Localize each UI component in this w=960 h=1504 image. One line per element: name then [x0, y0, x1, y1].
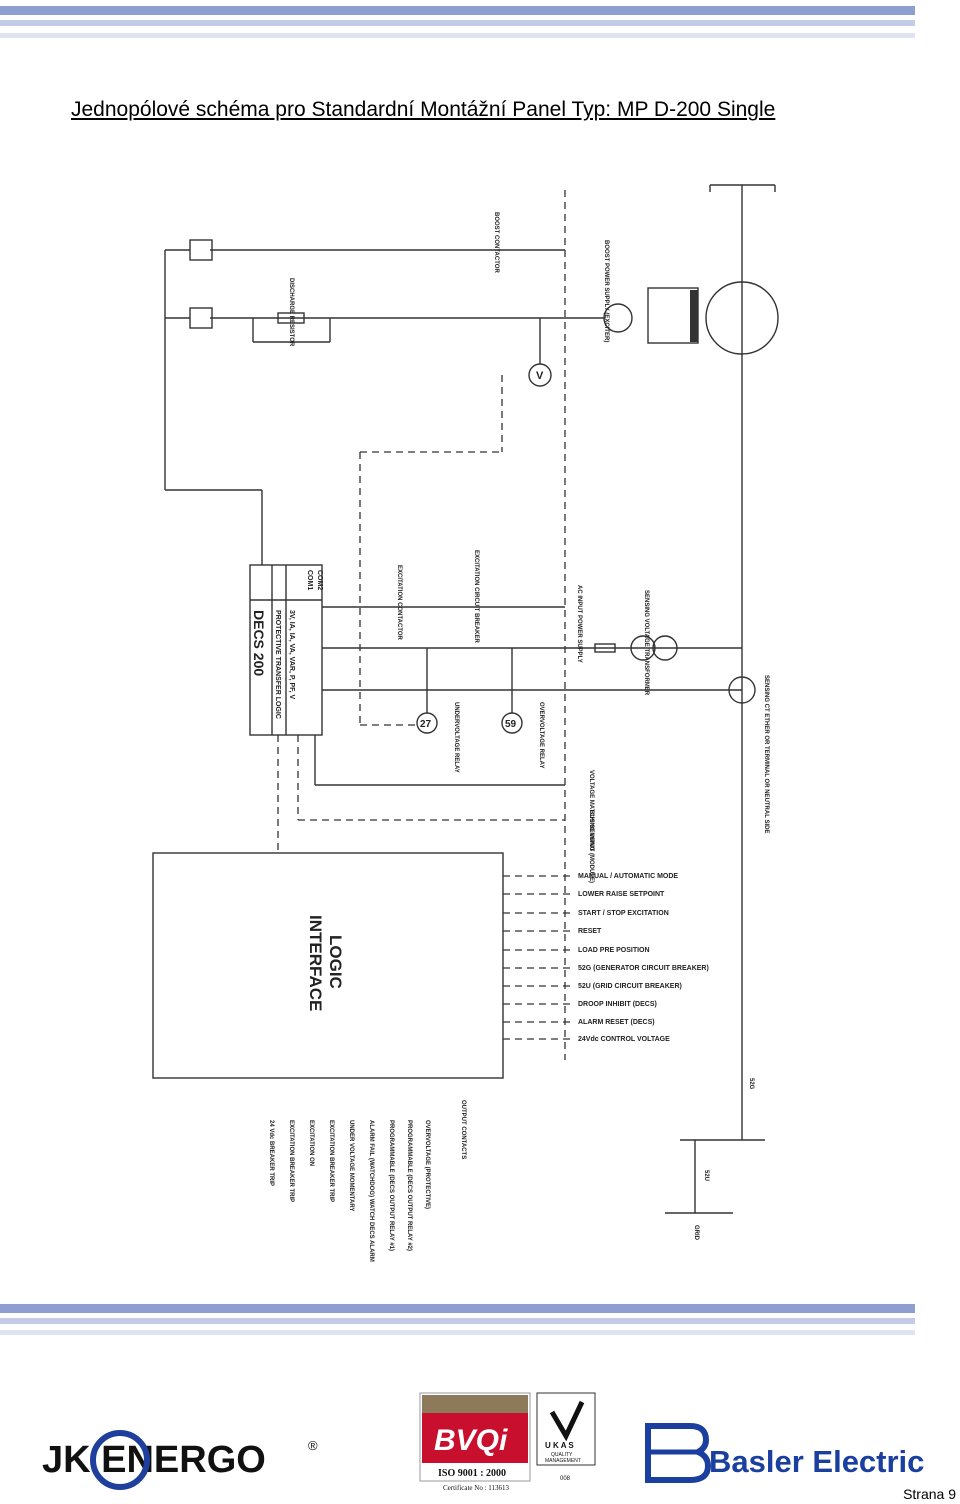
single-line-schematic: V DECS 200 PROTECTIVE TRANSFER LOGIC 3V,…: [152, 184, 779, 1262]
sensing-ct: [728, 676, 756, 704]
label-ncb: 52U: [703, 1170, 709, 1181]
logic-output-6: PROGRAMMABLE (DECS OUTPUT RELAY #1): [388, 1120, 394, 1251]
logic-output-8: OVERVOLTAGE (PROTECTIVE): [424, 1120, 430, 1209]
bottom-band-light: [0, 1330, 915, 1335]
label-sensing-vt: SENSING VOLTAGE TRANSFORMER: [643, 590, 649, 696]
label-sensing-ct: SENSING CT ETHER OR TERMINAL OR NEUTRAL …: [763, 675, 769, 833]
relay-59-label: 59: [505, 719, 517, 730]
voltmeter-label: V: [536, 370, 544, 382]
jk-registered-mark: ®: [308, 1438, 318, 1453]
logic-input-5: 52G (GENERATOR CIRCUIT BREAKER): [578, 965, 709, 972]
iso-text: ISO 9001 : 2000: [438, 1468, 506, 1479]
label-boost-contactor: BOOST CONTACTOR: [493, 212, 499, 273]
bottom-band-mid: [0, 1318, 915, 1324]
basler-b-icon: [645, 1423, 712, 1483]
label-voltage-matching: VOLTAGE MATCHING INPUT: [588, 770, 594, 852]
decs-port-com1: COM1: [306, 570, 313, 590]
logic-input-2: START / STOP EXCITATION: [578, 910, 669, 917]
logic-input-lines: [503, 875, 570, 1040]
decs-port-com2: COM2: [316, 570, 323, 590]
sensing-vt-2: [652, 635, 678, 661]
decs-logic-label: PROTECTIVE TRANSFER LOGIC: [274, 610, 281, 719]
rectifier-bottom: [189, 307, 213, 329]
bottom-band-dark: [0, 1304, 915, 1313]
logic-input-4: LOAD PRE POSITION: [578, 947, 650, 954]
ukas-management-text: MANAGEMENT: [545, 1458, 581, 1464]
logic-input-3: RESET: [578, 928, 602, 935]
ukas-logo: U K A S QUALITY MANAGEMENT 008: [536, 1392, 596, 1482]
relay-27-label: 27: [420, 719, 432, 730]
output-contacts-label: OUTPUT CONTACTS: [460, 1100, 466, 1159]
jk-energo-ring-icon: [90, 1430, 150, 1490]
basler-electric-logo: Basler Electric: [645, 1423, 924, 1483]
logic-input-0: MANUAL / AUTOMATIC MODE: [578, 873, 678, 880]
certificate-text: Certificate No : 113613: [443, 1484, 510, 1492]
logic-output-4: UNDER VOLTAGE MOMENTARY: [348, 1120, 354, 1211]
top-band-dark: [0, 6, 915, 15]
page-title: Jednopólové schéma pro Standardní Montáž…: [71, 98, 776, 121]
logic-label-1: LOGIC: [326, 935, 345, 989]
label-excitation-breaker: EXCITATION CIRCUIT BREAKER: [473, 550, 479, 643]
logic-input-7: DROOP INHIBIT (DECS): [578, 1001, 657, 1008]
logic-output-7: PROGRAMMABLE (DECS OUTPUT RELAY #2): [406, 1120, 412, 1251]
label-excitation-contactor: EXCITATION CONTACTOR: [396, 565, 402, 641]
logic-input-8: ALARM RESET (DECS): [578, 1019, 655, 1026]
ukas-text: U K A S: [545, 1441, 574, 1450]
logic-interface-box: [152, 852, 504, 1079]
logic-output-5: ALARM FAIL (WATCHDOG) WATCH DECS ALARM: [368, 1120, 374, 1262]
ukas-check-icon: [549, 1400, 585, 1442]
discharge-resistor: [277, 312, 305, 324]
rectifier-top: [189, 239, 213, 261]
logic-input-1: LOWER RAISE SETPOINT: [578, 891, 665, 898]
label-boost-power-supply: BOOST POWER SUPPLY (EXCITER): [603, 240, 609, 342]
label-overvoltage-relay: OVERVOLTAGE RELAY: [538, 702, 544, 768]
decs-box-label: DECS 200: [251, 610, 267, 676]
logic-output-2: EXCITATION ON: [308, 1120, 314, 1166]
bvqi-text: BVQi: [434, 1424, 508, 1457]
generator-circle: [705, 281, 779, 355]
footer-logos: JK ENERGO ® BVQi ISO 9001 : 2000 Certifi…: [42, 1392, 924, 1492]
label-undervoltage-relay: UNDERVOLTAGE RELAY: [453, 702, 459, 773]
top-band-light: [0, 33, 915, 38]
label-gcb: 52G: [748, 1078, 754, 1090]
logic-output-3: EXCITATION BREAKER TRIP: [328, 1120, 334, 1202]
label-bus-sensing: BUS SENSING (MODULE): [588, 810, 594, 883]
sensing-vt-1: [630, 635, 656, 661]
decs-functions-label: 3V, IA, IA, VA, VAR, P, PF, V: [288, 610, 295, 700]
basler-text: Basler Electric: [709, 1444, 924, 1479]
top-band-mid: [0, 20, 915, 26]
page-number: Strana 9: [903, 1486, 956, 1502]
logic-output-1: EXCITATION BREAKER TRIP: [288, 1120, 294, 1202]
jk-energo-text: JK ENERGO: [42, 1439, 266, 1481]
bvqi-logo: BVQi ISO 9001 : 2000 Certificate No : 11…: [419, 1392, 531, 1492]
jk-energo-logo: JK ENERGO ®: [42, 1430, 318, 1490]
ukas-quality-text: QUALITY: [551, 1452, 573, 1458]
label-grid: GRID: [693, 1225, 699, 1241]
logic-output-0: 24 Vdc BREAKER TRIP: [268, 1120, 274, 1186]
ukas-code-text: 008: [560, 1476, 571, 1482]
logic-label-2: INTERFACE: [306, 915, 325, 1011]
label-ac-input-power: AC INPUT POWER SUPPLY: [576, 585, 582, 663]
logic-input-9: 24Vdc CONTROL VOLTAGE: [578, 1036, 670, 1043]
label-discharge-resistor: DISCHARGE RESISTOR: [288, 278, 294, 347]
logic-input-6: 52U (GRID CIRCUIT BREAKER): [578, 983, 682, 990]
fuse: [594, 643, 616, 653]
